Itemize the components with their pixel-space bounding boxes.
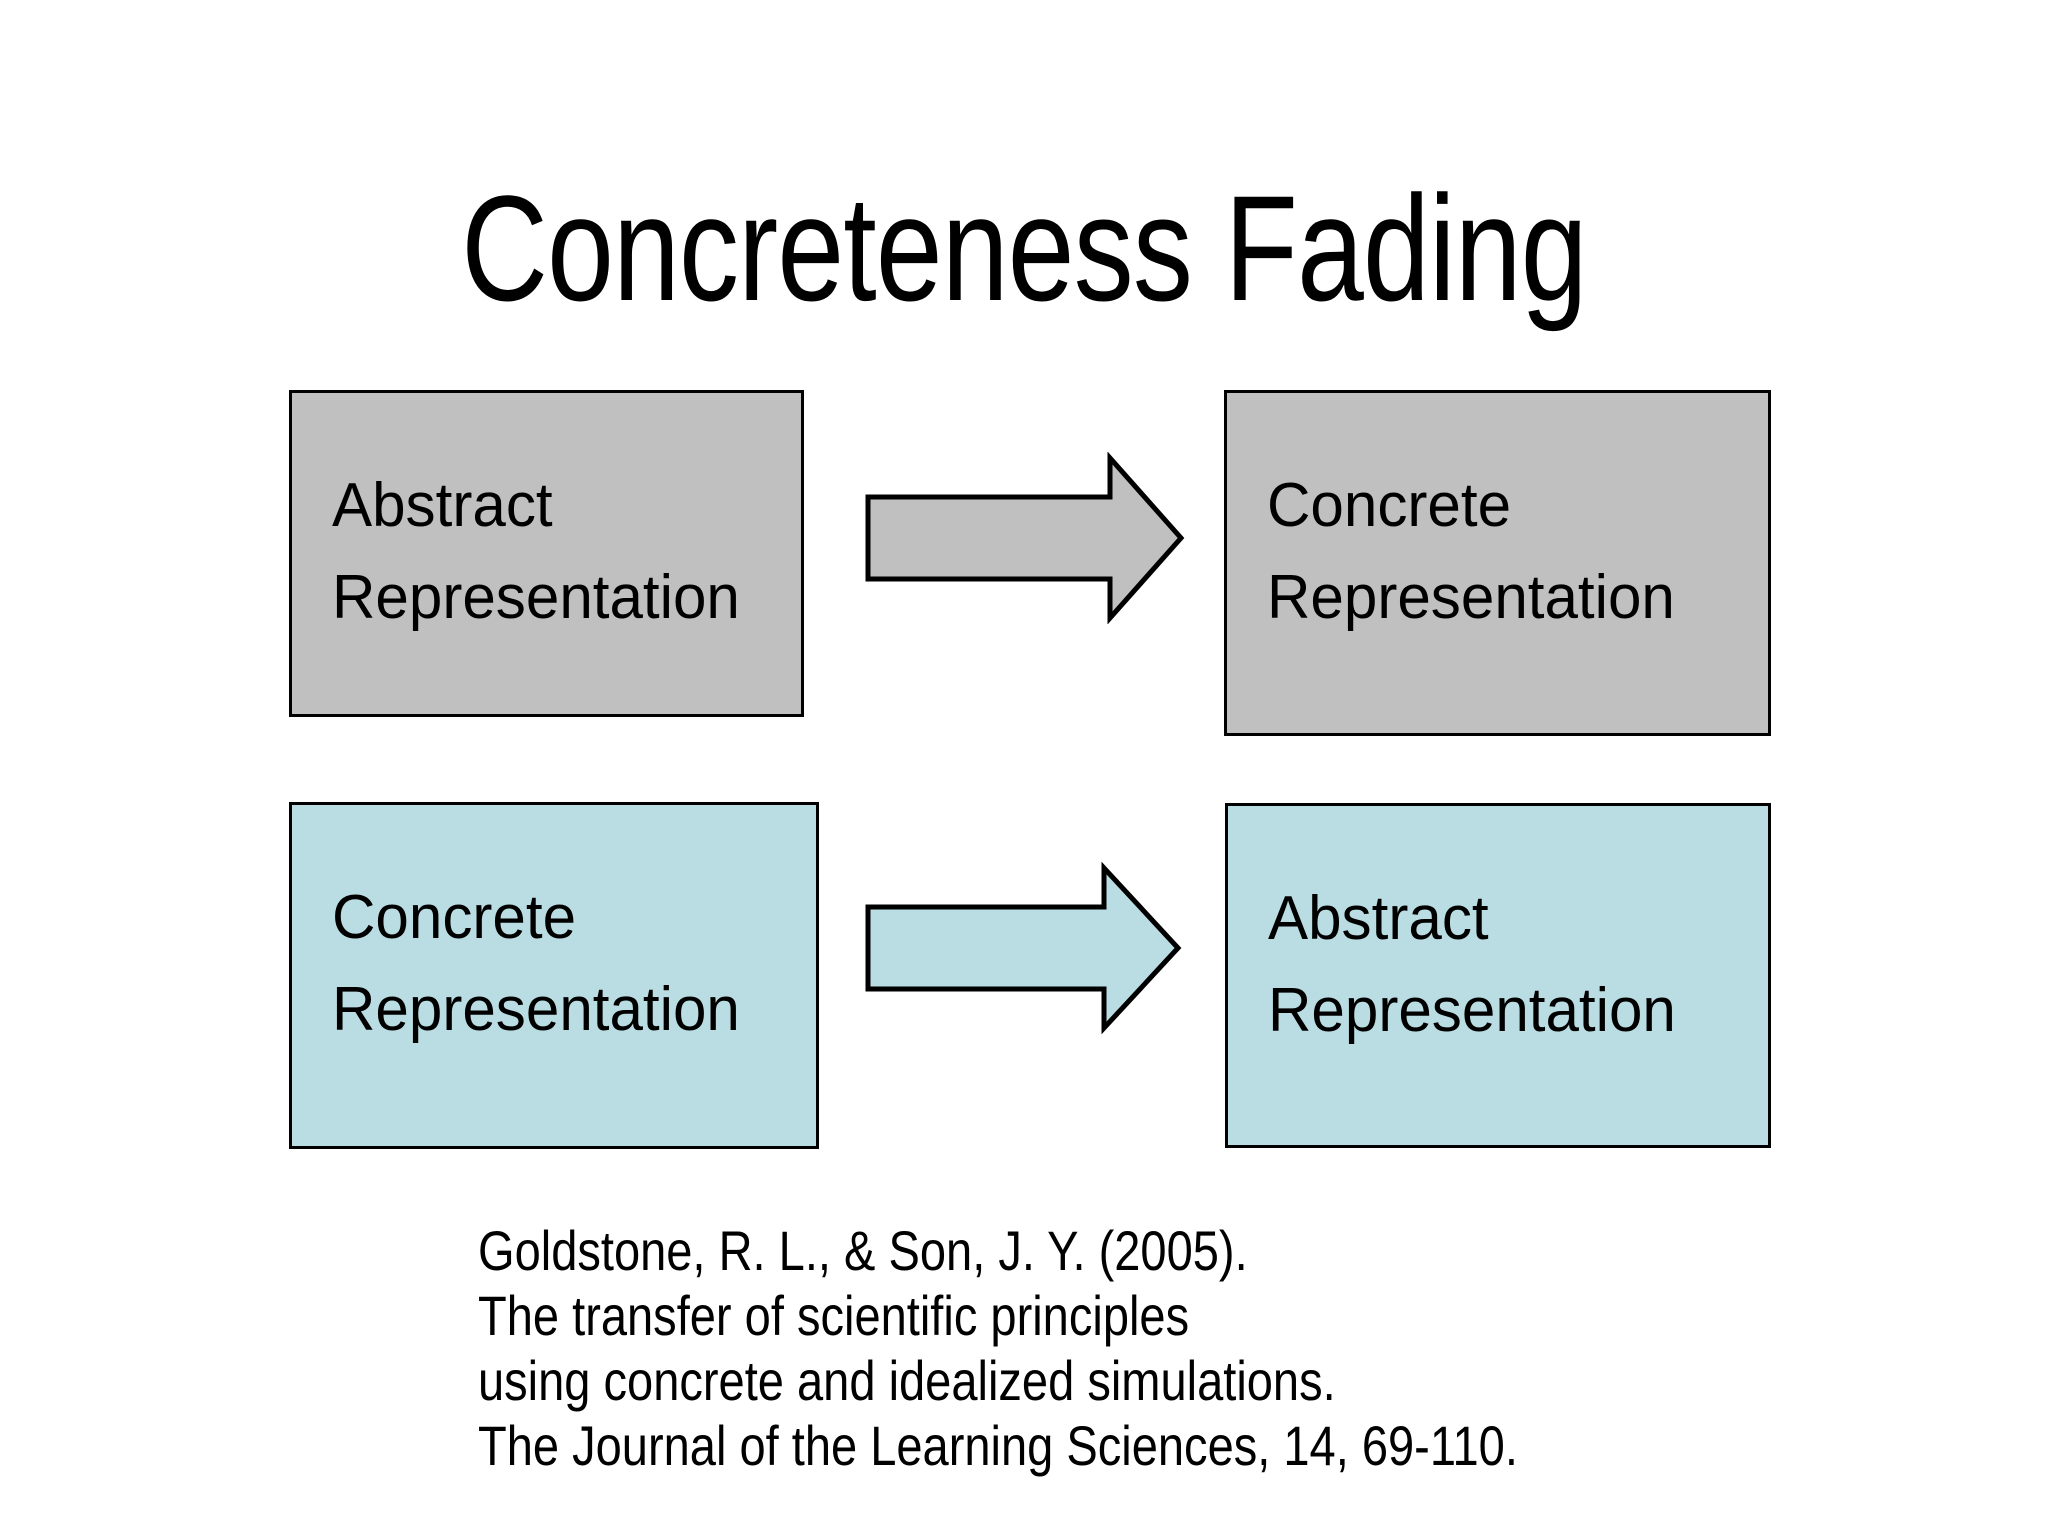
box-label-line2: Representation — [1268, 976, 1676, 1045]
box-label-line2: Representation — [332, 563, 740, 632]
box-concrete-representation-bottom: Concrete Representation — [289, 802, 819, 1149]
citation-line-2: The transfer of scientific principles — [478, 1284, 1190, 1347]
box-abstract-representation-bottom: Abstract Representation — [1225, 803, 1771, 1148]
box-label-line1: Concrete — [1267, 471, 1512, 540]
box-label-line1: Abstract — [1268, 884, 1489, 953]
page-title: Concreteness Fading — [461, 164, 1587, 332]
box-label-line2: Representation — [332, 975, 740, 1044]
box-concrete-representation-top: Concrete Representation — [1224, 390, 1771, 736]
box-label-line1: Abstract — [332, 471, 553, 540]
arrow-right-icon-top — [862, 452, 1187, 624]
box-label-line2: Representation — [1267, 563, 1675, 632]
citation-block: Goldstone, R. L., & Son, J. Y. (2005). T… — [478, 1218, 1878, 1478]
box-abstract-representation-top: Abstract Representation — [289, 390, 804, 717]
citation-line-4: The Journal of the Learning Sciences, 14… — [478, 1414, 1518, 1477]
arrow-right-icon-bottom — [862, 862, 1184, 1034]
citation-line-1: Goldstone, R. L., & Son, J. Y. (2005). — [478, 1219, 1248, 1282]
box-label-line1: Concrete — [332, 883, 577, 952]
citation-line-3: using concrete and idealized simulations… — [478, 1349, 1336, 1412]
